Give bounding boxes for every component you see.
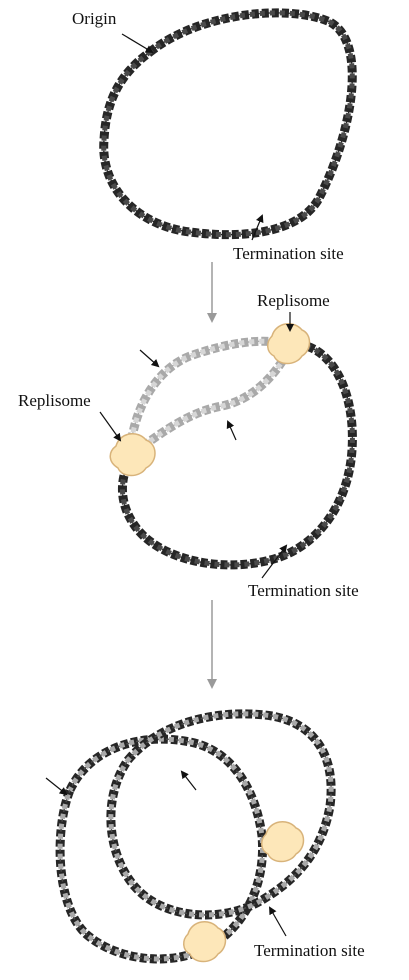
replisome-pointer-left bbox=[100, 412, 120, 440]
origin-callout: Origin bbox=[72, 9, 152, 52]
helix-strand-overlay bbox=[122, 344, 352, 565]
replisome-icon bbox=[262, 822, 304, 862]
daughter-circle-1 bbox=[60, 739, 262, 959]
replisome-bottom-right bbox=[262, 822, 304, 862]
replisome-label-left: Replisome bbox=[18, 391, 91, 410]
termination-label-3: Termination site bbox=[254, 941, 365, 960]
termination-pointer-3 bbox=[270, 908, 286, 936]
termination-label-1: Termination site bbox=[233, 244, 344, 263]
replisome-icon bbox=[268, 324, 310, 364]
new-strand-pointer-inner bbox=[228, 422, 236, 440]
termination-callout-3: Termination site bbox=[254, 908, 365, 960]
replisome-callout-left: Replisome bbox=[18, 391, 120, 440]
replisome-left bbox=[110, 434, 155, 476]
replisome-bottom bbox=[184, 922, 226, 962]
helix-strand-overlay bbox=[135, 352, 288, 452]
origin-pointer bbox=[122, 34, 152, 52]
inner-replicated-arc bbox=[135, 352, 288, 452]
strand-pointer-left bbox=[46, 778, 66, 794]
replisome-icon bbox=[110, 434, 155, 476]
panel-1-chromosome bbox=[104, 13, 353, 235]
replisome-icon bbox=[184, 922, 226, 962]
chromosome-helix bbox=[104, 13, 353, 235]
termination-callout-2: Termination site bbox=[248, 546, 359, 600]
new-strand-pointer-outer bbox=[140, 350, 158, 366]
strand-pointer-center bbox=[182, 772, 196, 790]
origin-label: Origin bbox=[72, 9, 117, 28]
replisome-label-right: Replisome bbox=[257, 291, 330, 310]
panel-2-replication bbox=[122, 341, 352, 565]
replisome-right bbox=[268, 324, 310, 364]
helix-strand-overlay bbox=[135, 352, 288, 452]
helix-strand-overlay bbox=[111, 714, 331, 915]
termination-label-2: Termination site bbox=[248, 581, 359, 600]
